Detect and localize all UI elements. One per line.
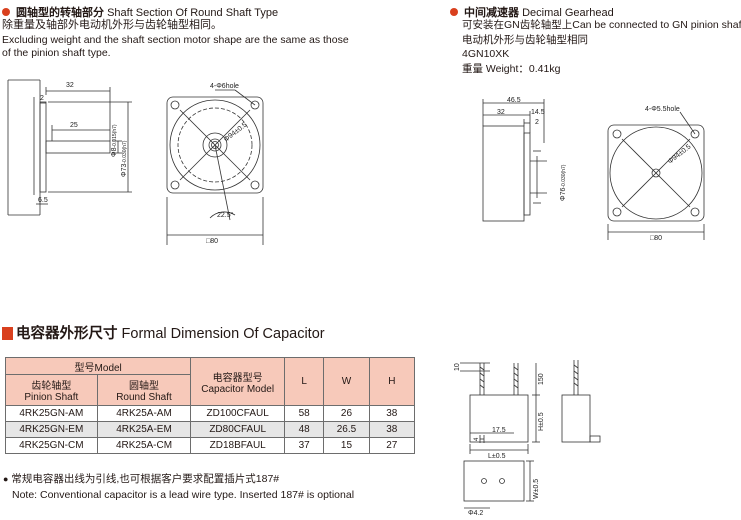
- dim-holes: 4-Φ6hole: [210, 83, 239, 90]
- capacitor-note-en: Note: Conventional capacitor is a lead w…: [12, 489, 355, 501]
- cell-pinion: 4RK25GN-CM: [5, 437, 98, 454]
- section-marker-icon: [2, 327, 13, 340]
- dim-14-5: 14.5: [531, 109, 545, 116]
- cell-h: 38: [368, 421, 416, 438]
- dim-6-5: 6.5: [38, 197, 48, 204]
- dim-46-5: 46.5: [507, 97, 521, 104]
- cell-pinion: 4RK25GN-AM: [5, 405, 98, 422]
- round-shaft-desc-cn: 除重量及轴部外电动机外形与齿轮轴型相同。: [2, 19, 222, 31]
- cell-pinion: 4RK25GN-EM: [5, 421, 98, 438]
- cell-w: 26.5: [323, 421, 370, 438]
- dim-phi73: Φ73-0.030(h7): [121, 140, 128, 177]
- dim-w: W±0.5: [533, 479, 540, 499]
- header-h: H: [368, 357, 416, 406]
- dim-phi76: Φ76-0.030(h7): [560, 164, 567, 201]
- cell-cap: ZD100CFAUL: [190, 405, 286, 422]
- dim-32-g: 32: [497, 109, 505, 116]
- dim-phi8: Φ8-0.015(h7): [111, 124, 118, 157]
- cell-h: 27: [368, 437, 416, 454]
- dim-17-5: 17.5: [492, 427, 506, 434]
- header-l: L: [284, 357, 325, 406]
- dim-4: 4: [474, 437, 480, 441]
- header-w: W: [323, 357, 370, 406]
- cell-round: 4RK25A-CM: [96, 437, 192, 454]
- dim-h: H±0.5: [538, 412, 545, 431]
- table-row: 4RK25GN-AM 4RK25A-AM ZD100CFAUL 58 26 38: [5, 405, 416, 422]
- dim-holes-g: 4-Φ5.5hole: [645, 106, 680, 113]
- dim-32: 32: [66, 82, 74, 89]
- dim-10: 10: [454, 363, 461, 371]
- table-row: 4RK25GN-CM 4RK25A-CM ZD18BFAUL 37 15 27: [5, 437, 416, 454]
- round-shaft-side-drawing: 32 2 25 6.5 Φ8-0.015(h7) Φ73-0.030(h7): [7, 79, 132, 216]
- dim-2-g: 2: [535, 119, 539, 126]
- gearhead-desc-1: 可安装在GN齿轮轴型上Can be connected to GN pinion…: [462, 19, 741, 31]
- cell-round: 4RK25A-EM: [96, 421, 192, 438]
- cell-l: 58: [284, 405, 325, 422]
- cell-cap: ZD80CFAUL: [190, 421, 286, 438]
- bullet-icon: [450, 8, 458, 17]
- cell-round: 4RK25A-AM: [96, 405, 192, 422]
- gearhead-desc-2: 电动机外形与齿轮轴型相同: [462, 34, 588, 46]
- dim-square-80: □80: [206, 238, 218, 245]
- dim-angle: 22.5°: [217, 211, 234, 219]
- round-shaft-title: 圆轴型的转轴部分 Shaft Section Of Round Shaft Ty…: [2, 4, 278, 20]
- dim-2: 2: [40, 95, 44, 102]
- cell-w: 15: [323, 437, 370, 454]
- table-row: 4RK25GN-EM 4RK25A-EM ZD80CFAUL 48 26.5 3…: [5, 421, 416, 438]
- round-shaft-desc-en-1: Excluding weight and the shaft section m…: [2, 34, 349, 46]
- cell-w: 26: [323, 405, 370, 422]
- round-shaft-front-drawing: 4-Φ6hole Φ94±0.5 22.5° □80: [166, 83, 264, 245]
- gearhead-front-drawing: 4-Φ5.5hole Φ94±0.5 □80: [607, 106, 705, 242]
- capacitor-drawing: 10 150 H±0.5 17.5 4 L±0.5 W±0.5 Φ4.2: [454, 360, 601, 517]
- dim-150: 150: [538, 373, 545, 385]
- dim-25: 25: [70, 122, 78, 129]
- header-model-group: 型号Model: [4, 357, 192, 375]
- round-shaft-desc-en-2: of the pinion shaft type.: [2, 47, 111, 59]
- dim-l: L±0.5: [488, 453, 506, 460]
- gearhead-model: 4GN10XK: [462, 48, 510, 60]
- gearhead-side-drawing: 46.5 32 14.5 2 Φ76-0.030(h7): [482, 97, 567, 222]
- dim-pcd-g: Φ94±0.5: [667, 143, 693, 165]
- dim-phi4-2: Φ4.2: [468, 510, 483, 517]
- cell-h: 38: [368, 405, 416, 422]
- capacitor-section-title: 电容器外形尺寸 Formal Dimension Of Capacitor: [2, 322, 325, 343]
- gearhead-weight: 重量 Weight：0.41kg: [462, 63, 561, 75]
- bullet-icon: [2, 8, 10, 17]
- cell-l: 37: [284, 437, 325, 454]
- cell-l: 48: [284, 421, 325, 438]
- dim-square-80-g: □80: [650, 235, 662, 242]
- cell-cap: ZD18BFAUL: [190, 437, 286, 454]
- capacitor-note-cn: ● 常规电容器出线为引线,也可根据客户要求配置插片式187#: [3, 473, 280, 485]
- gearhead-title: 中间减速器 Decimal Gearhead: [450, 4, 614, 20]
